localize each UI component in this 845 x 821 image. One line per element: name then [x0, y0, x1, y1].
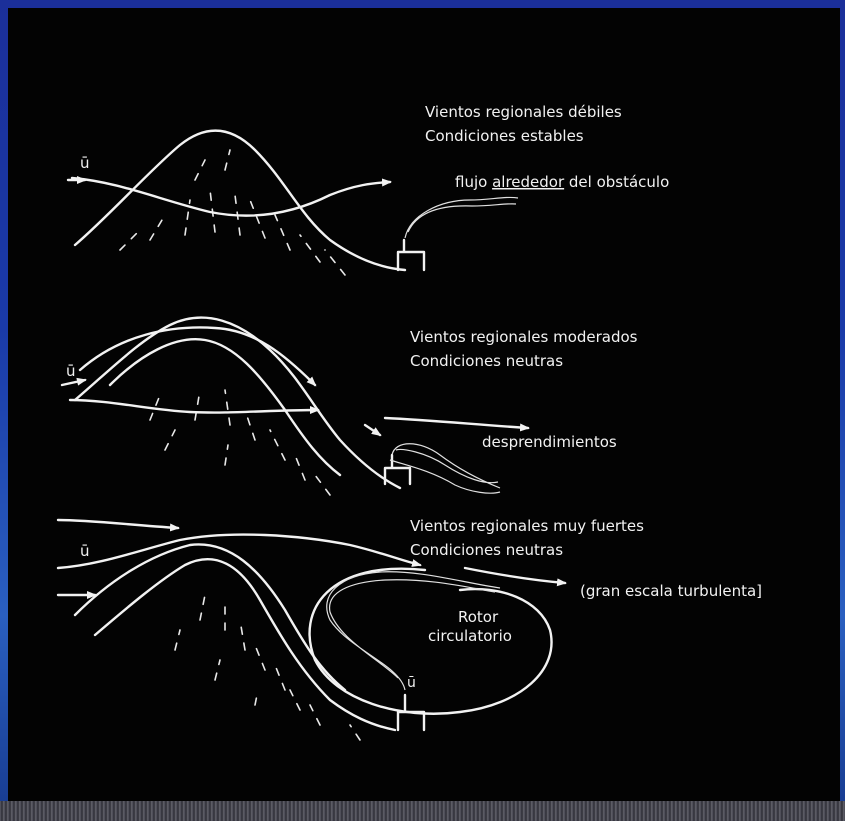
panel1-flow-label: flujo alrededor del obstáculo — [455, 173, 669, 191]
panel-very-strong-winds: ū ū Vientos regionales muy fuertes Condi… — [58, 517, 762, 740]
panel-weak-winds: ū Vientos regionales débiles Condiciones… — [68, 103, 669, 275]
lee-arrow-2 — [365, 425, 380, 435]
wind-arrow-2 — [62, 380, 85, 385]
wind-symbol-1: ū — [80, 154, 90, 172]
mountain-2 — [75, 318, 400, 495]
upper-flow-arrow-3 — [58, 520, 178, 528]
flow-emphasis: alrededor — [492, 173, 565, 191]
panel1-title-line1: Vientos regionales débiles — [425, 103, 622, 121]
factory-1 — [398, 240, 424, 270]
panel2-title-line2: Condiciones neutras — [410, 352, 563, 370]
factory-2 — [385, 455, 410, 484]
mountain-1 — [75, 131, 405, 275]
panel3-flow-label: (gran escala turbulenta] — [580, 582, 762, 600]
plume-1 — [405, 197, 518, 238]
main-flow-arrow-3 — [58, 535, 420, 568]
flow-arrow-1 — [72, 178, 390, 216]
mountain-3 — [75, 544, 395, 740]
wind-symbol-3: ū — [80, 542, 90, 560]
panel-moderate-winds: ū Vientos regionales moderados Condicion… — [62, 318, 638, 495]
rotor-label-line1: Rotor — [458, 608, 499, 626]
panel3-title-line1: Vientos regionales muy fuertes — [410, 517, 644, 535]
upper-flow-arrow-2 — [80, 327, 315, 385]
rotor-label-line2: circulatorio — [428, 627, 512, 645]
panel2-title-line1: Vientos regionales moderados — [410, 328, 638, 346]
wind-symbol-2: ū — [66, 362, 76, 380]
detach-arrow-2 — [385, 418, 528, 428]
panel3-title-line2: Condiciones neutras — [410, 541, 563, 559]
factory-3 — [398, 695, 424, 730]
downstream-arrow-3 — [465, 568, 565, 583]
panel1-title-line2: Condiciones estables — [425, 127, 584, 145]
stack-symbol-3: ū — [407, 675, 416, 691]
lower-flow-arrow-2 — [70, 400, 318, 413]
panel2-flow-label: desprendimientos — [482, 433, 617, 451]
